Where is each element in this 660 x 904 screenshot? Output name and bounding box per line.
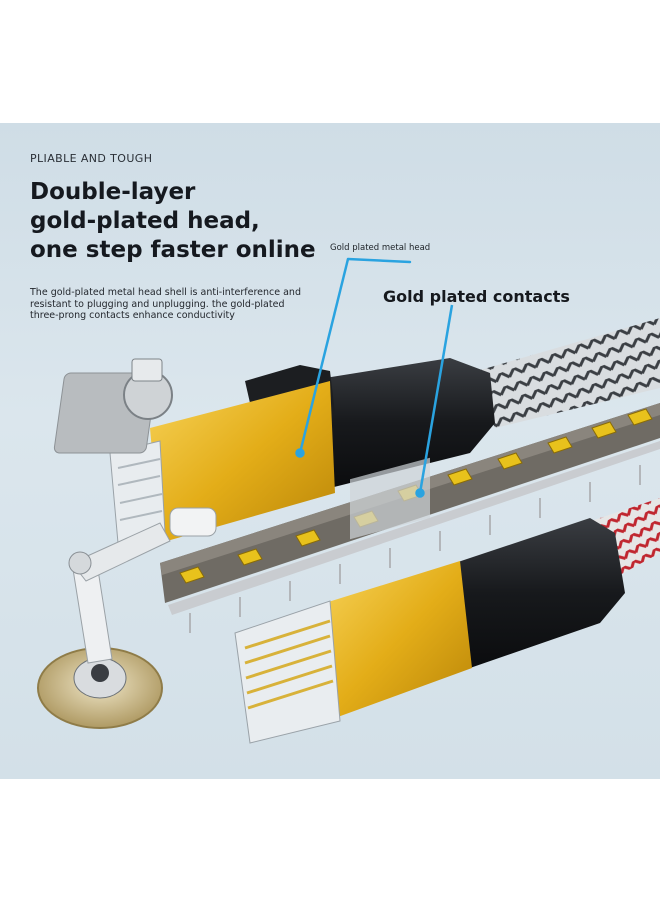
description: The gold-plated metal head shell is anti… — [30, 287, 330, 322]
eyebrow-label: PLIABLE AND TOUGH — [30, 152, 153, 165]
braided-cable-top — [470, 318, 660, 428]
product-poster: PLIABLE AND TOUGH Double-layer gold-plat… — [0, 123, 660, 779]
description-line: The gold-plated metal head shell is anti… — [30, 287, 301, 298]
headline: Double-layer gold-plated head, one step … — [30, 178, 316, 265]
description-line: three-prong contacts enhance conductivit… — [30, 310, 235, 321]
headline-line: gold-plated head, — [30, 208, 260, 234]
callout-contacts: Gold plated contacts — [383, 287, 570, 306]
robot-arm-icon — [37, 507, 217, 729]
callout-lines — [295, 257, 454, 498]
description-line: resistant to plugging and unplugging. th… — [30, 298, 285, 310]
callout-metal-head: Gold plated metal head — [330, 243, 431, 253]
rj45-plug-icon — [109, 358, 495, 544]
product-illustration — [37, 257, 660, 744]
rj45-plug-icon — [234, 457, 625, 744]
headline-line: one step faster online — [30, 237, 316, 263]
headline-line: Double-layer — [30, 179, 196, 205]
socket-module — [53, 358, 173, 454]
